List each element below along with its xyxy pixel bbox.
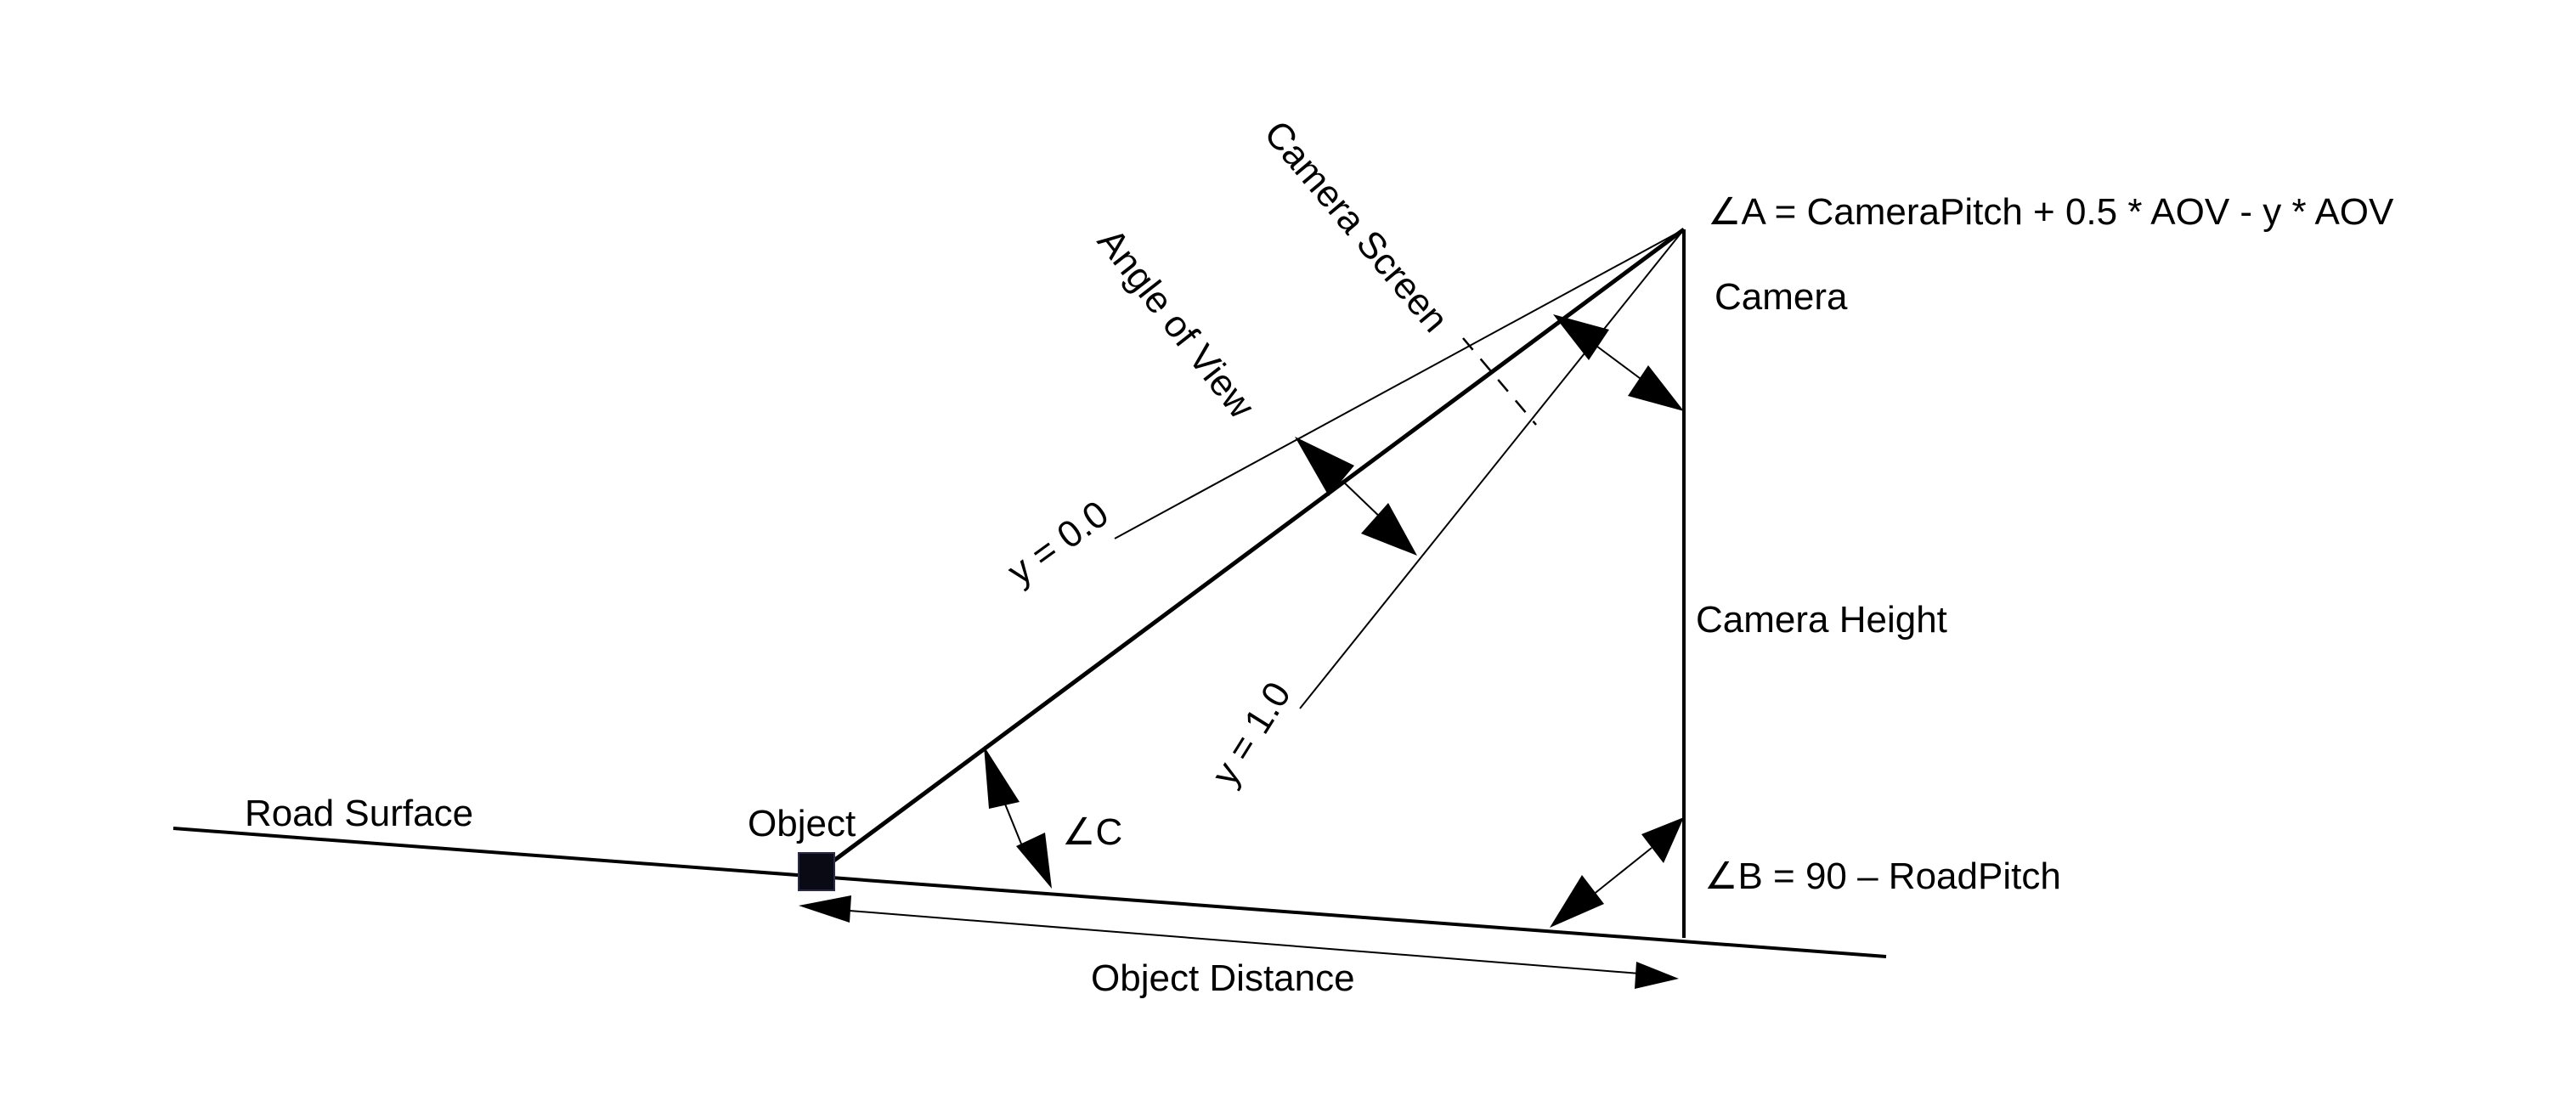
object-distance-label: Object Distance [1091,957,1355,999]
object-marker [798,852,835,891]
camera-screen-line [1462,337,1537,426]
aov-ray-bottom [1299,229,1685,709]
angle-b-arrow [1550,817,1684,928]
camera-screen-label: Camera Screen [1256,113,1456,341]
y-bottom-label: y = 1.0 [1204,675,1299,793]
angle-b-label: ∠B = 90 – RoadPitch [1704,855,2061,897]
angle-of-view-label: Angle of View [1089,221,1263,426]
object-distance-arrow [799,895,1679,989]
line-of-sight [817,227,1686,874]
camera-height-label: Camera Height [1696,599,1947,641]
camera-label: Camera [1715,276,1848,318]
angle-a-label: ∠A = CameraPitch + 0.5 * AOV - y * AOV [1708,191,2394,233]
aov-ray-top [1114,229,1685,539]
angle-a-arrow [1553,314,1684,411]
road-surface-label: Road Surface [245,793,473,834]
object-label: Object [748,803,856,844]
road-surface-line [172,827,1887,958]
angle-c-label: ∠C [1062,811,1122,853]
angle-of-view-arrow [1295,437,1417,556]
y-top-label: y = 0.0 [1000,493,1116,593]
angle-c-arrow [984,746,1052,889]
